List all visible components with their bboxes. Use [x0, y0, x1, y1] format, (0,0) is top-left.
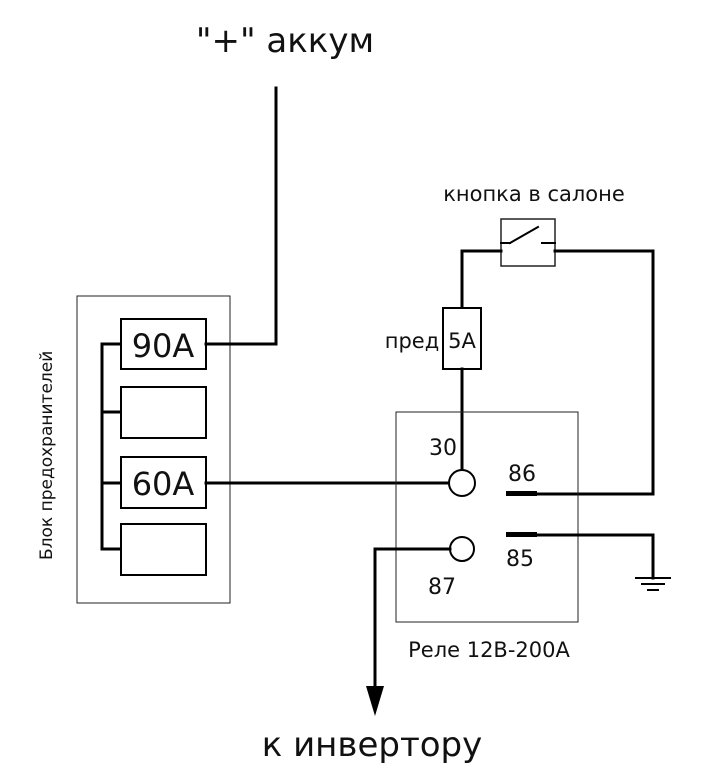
- fuse-prefix-label: пред: [385, 329, 440, 353]
- battery-plus-label: "+" аккум: [196, 21, 374, 61]
- pin-87-label: 87: [428, 575, 456, 600]
- fuse-block-outline: [76, 295, 231, 604]
- fuse-block-label: Блок предохранителей: [37, 351, 57, 560]
- wire-button-to-fuse: [460, 249, 503, 310]
- pin-30-terminal: [448, 469, 476, 497]
- button-lever: [508, 225, 540, 245]
- pin-85-label: 85: [506, 547, 534, 572]
- fuse-60a: [120, 456, 207, 509]
- fuse-empty-slot-2: [120, 523, 207, 576]
- pin-86-terminal: [506, 491, 537, 496]
- fuse-5a: [442, 307, 482, 370]
- wire-button-to-pin86: [535, 249, 655, 496]
- pin-86-label: 86: [508, 462, 536, 487]
- fuse-5a-label: 5А: [448, 329, 476, 353]
- wire-pin87-to-inverter: [373, 547, 452, 697]
- relay-outline: [395, 411, 579, 623]
- arrow-down-icon: [366, 686, 384, 716]
- relay-label: Реле 12В-200А: [408, 638, 570, 662]
- wire-pin85-to-ground: [535, 533, 655, 580]
- pin-87-terminal: [449, 536, 475, 562]
- button-label: кнопка в салоне: [443, 182, 625, 206]
- pin-85-terminal: [506, 532, 537, 537]
- fuse-90a-label: 90А: [132, 327, 195, 365]
- fuse-60a-label: 60А: [132, 465, 195, 503]
- to-inverter-label: к инвертору: [262, 725, 483, 765]
- pin-30-label: 30: [429, 436, 457, 461]
- fuse-empty-slot-1: [120, 386, 207, 439]
- battery-wire: [204, 86, 278, 346]
